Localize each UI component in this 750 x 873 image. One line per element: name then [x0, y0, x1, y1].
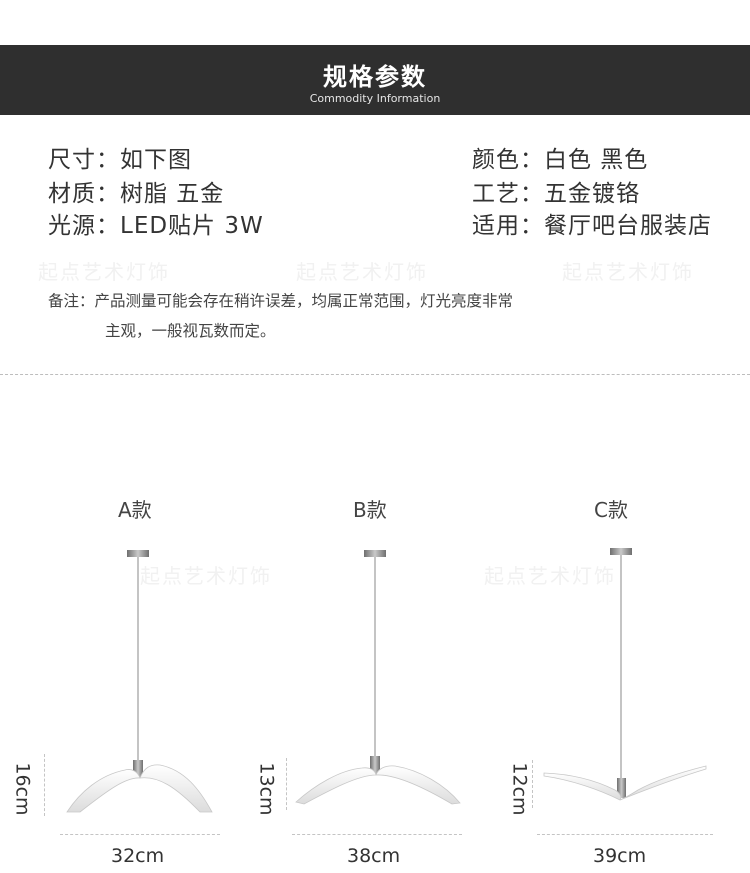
right-wing — [139, 764, 213, 813]
watermark: 起点艺术灯饰 — [562, 260, 694, 284]
lamp-b — [295, 550, 461, 805]
spec-craft: 工艺：五金镀铬 — [472, 181, 640, 207]
watermark: 起点艺术灯饰 — [296, 260, 428, 284]
width-label-a: 32cm — [111, 845, 165, 867]
section-subtitle: Commodity Information — [309, 92, 441, 105]
canopy-icon — [610, 548, 632, 555]
canopy-icon — [364, 550, 386, 557]
height-guide-b — [286, 758, 287, 810]
lamp-holder — [617, 778, 626, 798]
divider — [0, 374, 750, 375]
watermark: 起点艺术灯饰 — [140, 564, 272, 588]
note-line-1: 备注：产品测量可能会存在稍许误差，均属正常范围，灯光亮度非常 — [48, 292, 514, 310]
header-bar: 规格参数 Commodity Information — [0, 45, 750, 115]
height-label-c: 12cm — [508, 762, 531, 816]
note-line-2: 主观，一般视瓦数而定。 — [105, 322, 276, 340]
variant-label-c: C款 — [594, 498, 628, 522]
spec-color: 颜色：白色 黑色 — [472, 147, 649, 173]
height-guide-a — [44, 754, 45, 816]
right-wing — [375, 765, 461, 805]
lamp-a — [66, 550, 213, 813]
height-label-a: 16cm — [11, 762, 34, 816]
height-guide-c — [532, 760, 533, 808]
left-wing — [66, 769, 141, 813]
left-wing — [295, 767, 377, 805]
height-label-b: 13cm — [255, 762, 278, 816]
right-wing — [619, 765, 707, 801]
spec-usage: 适用：餐厅吧台服装店 — [472, 213, 712, 239]
width-label-b: 38cm — [347, 845, 401, 867]
width-guide-a — [60, 834, 220, 835]
spec-material: 材质：树脂 五金 — [48, 181, 225, 207]
variant-label-a: A款 — [118, 498, 152, 522]
width-label-c: 39cm — [593, 845, 647, 867]
variant-label-b: B款 — [353, 498, 387, 522]
spec-light-source: 光源：LED贴片 3W — [48, 213, 264, 239]
lamp-c — [543, 548, 707, 801]
spec-size: 尺寸：如下图 — [48, 147, 192, 173]
canopy-icon — [127, 550, 149, 557]
width-guide-b — [292, 834, 462, 835]
watermark: 起点艺术灯饰 — [484, 564, 616, 588]
width-guide-c — [537, 834, 713, 835]
lamp-holder — [133, 760, 143, 778]
watermark: 起点艺术灯饰 — [38, 260, 170, 284]
lamp-holder — [370, 756, 380, 774]
section-title: 规格参数 — [323, 63, 427, 91]
left-wing — [543, 772, 622, 801]
